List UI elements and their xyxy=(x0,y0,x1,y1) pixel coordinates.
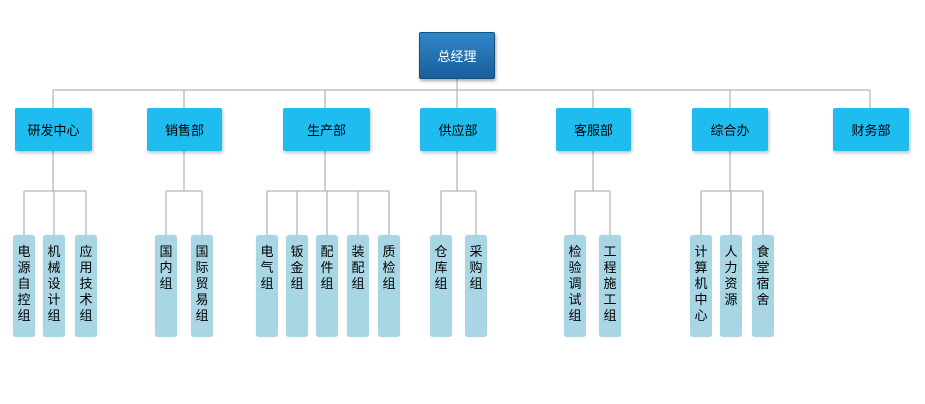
team-node[interactable]: 国际贸易组 xyxy=(191,235,213,337)
team-label: 仓库组 xyxy=(434,245,448,292)
dept-customer-service[interactable]: 客服部 xyxy=(556,108,631,151)
dept-general-office[interactable]: 综合办 xyxy=(692,108,768,151)
team-node[interactable]: 钣金组 xyxy=(286,235,308,337)
team-label: 钣金组 xyxy=(290,245,304,292)
team-label: 国际贸易组 xyxy=(195,245,209,324)
team-node[interactable]: 国内组 xyxy=(155,235,177,337)
team-node[interactable]: 电气组 xyxy=(256,235,278,337)
team-node[interactable]: 采购组 xyxy=(465,235,487,337)
dept-rd-center[interactable]: 研发中心 xyxy=(15,108,92,151)
team-label: 检验调试组 xyxy=(568,245,582,324)
dept-production[interactable]: 生产部 xyxy=(283,108,370,151)
team-label: 机械设计组 xyxy=(47,245,61,324)
dept-supply[interactable]: 供应部 xyxy=(420,108,496,151)
team-node[interactable]: 人力资源 xyxy=(720,235,742,337)
team-node[interactable]: 电源自控组 xyxy=(13,235,35,337)
team-label: 电源自控组 xyxy=(17,245,31,324)
team-node[interactable]: 装配组 xyxy=(347,235,369,337)
team-label: 人力资源 xyxy=(724,245,738,308)
team-node[interactable]: 工程施工组 xyxy=(599,235,621,337)
team-label: 食堂宿舍 xyxy=(756,245,770,308)
dept-sales[interactable]: 销售部 xyxy=(147,108,222,151)
team-label: 质检组 xyxy=(382,245,396,292)
team-node[interactable]: 计算机中心 xyxy=(690,235,712,337)
team-node[interactable]: 质检组 xyxy=(378,235,400,337)
dept-finance[interactable]: 财务部 xyxy=(833,108,909,151)
team-label: 计算机中心 xyxy=(694,245,708,324)
team-label: 配件组 xyxy=(320,245,334,292)
team-node[interactable]: 检验调试组 xyxy=(564,235,586,337)
team-label: 应用技术组 xyxy=(79,245,93,324)
team-node[interactable]: 食堂宿舍 xyxy=(752,235,774,337)
team-label: 装配组 xyxy=(351,245,365,292)
team-label: 国内组 xyxy=(159,245,173,292)
team-node[interactable]: 仓库组 xyxy=(430,235,452,337)
team-label: 电气组 xyxy=(260,245,274,292)
team-node[interactable]: 应用技术组 xyxy=(75,235,97,337)
team-label: 采购组 xyxy=(469,245,483,292)
team-label: 工程施工组 xyxy=(603,245,617,324)
team-node[interactable]: 配件组 xyxy=(316,235,338,337)
team-node[interactable]: 机械设计组 xyxy=(43,235,65,337)
ceo-box[interactable]: 总经理 xyxy=(419,32,495,79)
